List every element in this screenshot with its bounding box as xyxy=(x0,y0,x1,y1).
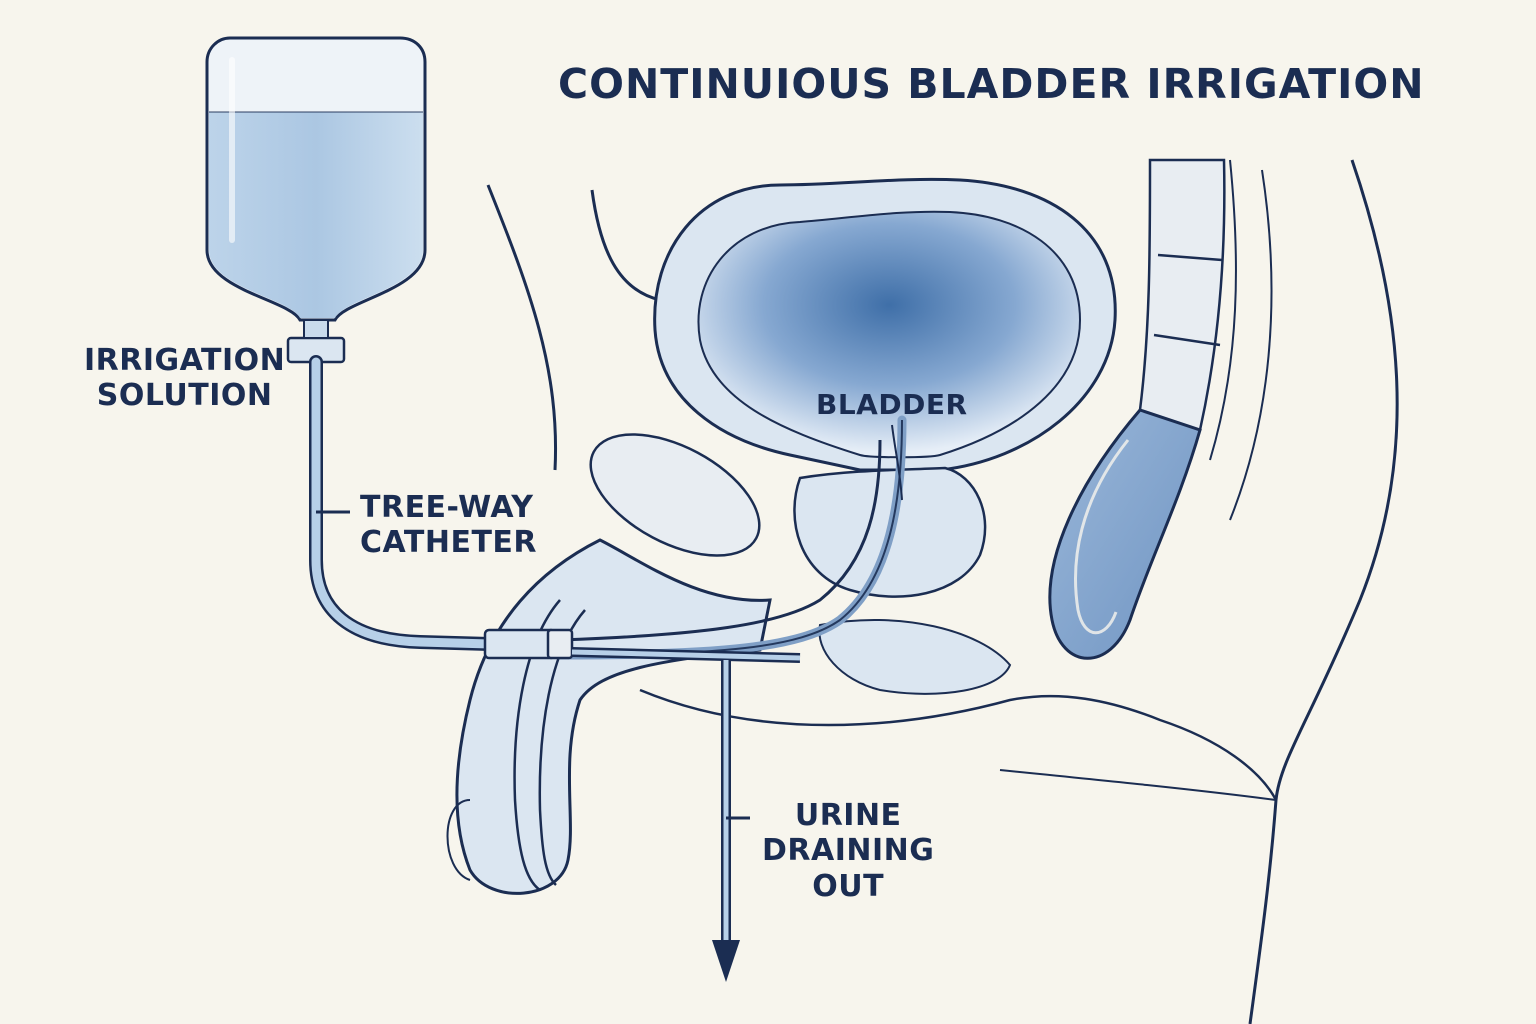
bag-neck xyxy=(303,319,329,339)
abdomen-outline xyxy=(486,184,558,471)
thigh-outline xyxy=(999,769,1277,801)
leader-bladder xyxy=(891,424,903,501)
catheter-hub xyxy=(483,628,557,660)
rectum-wall xyxy=(1074,439,1130,635)
lower-abdomen-outline xyxy=(590,189,661,302)
catheter-label-line-2: CATHETER xyxy=(360,525,538,561)
perineal-muscle xyxy=(818,619,1012,695)
sacrum xyxy=(1138,158,1273,521)
urethra xyxy=(559,439,882,642)
urine-label-line-3: OUT xyxy=(812,868,885,904)
urine-label-line-1: URINE xyxy=(794,798,902,833)
catheter-clamp xyxy=(546,628,574,660)
irrigation-label-line-1: IRRIGATION xyxy=(84,343,286,378)
irrigation-solution-label: IRRIGATION SOLUTION xyxy=(84,343,285,414)
irrigation-label-line-2: SOLUTION xyxy=(96,378,273,414)
rectum xyxy=(1048,408,1202,660)
pubic-bone xyxy=(589,433,761,557)
irrigation-bag xyxy=(205,36,427,322)
bladder-lumen xyxy=(697,210,1082,459)
perineum-outline xyxy=(639,688,1278,801)
catheter-label-line-1: TREE-WAY xyxy=(360,490,534,525)
urine-draining-label: URINE DRAINING OUT xyxy=(762,798,934,904)
irrigation-tube-fill xyxy=(311,357,495,649)
drainage-arrow-icon xyxy=(712,940,740,982)
urine-label-line-2: DRAINING xyxy=(762,833,935,869)
back-outline xyxy=(1248,159,1399,1024)
diagram-title: CONTINUIOUS BLADDER IRRIGATION xyxy=(558,60,1425,108)
bladder-label: BLADDER xyxy=(816,388,968,421)
catheter-label: TREE-WAY CATHETER xyxy=(360,490,537,561)
